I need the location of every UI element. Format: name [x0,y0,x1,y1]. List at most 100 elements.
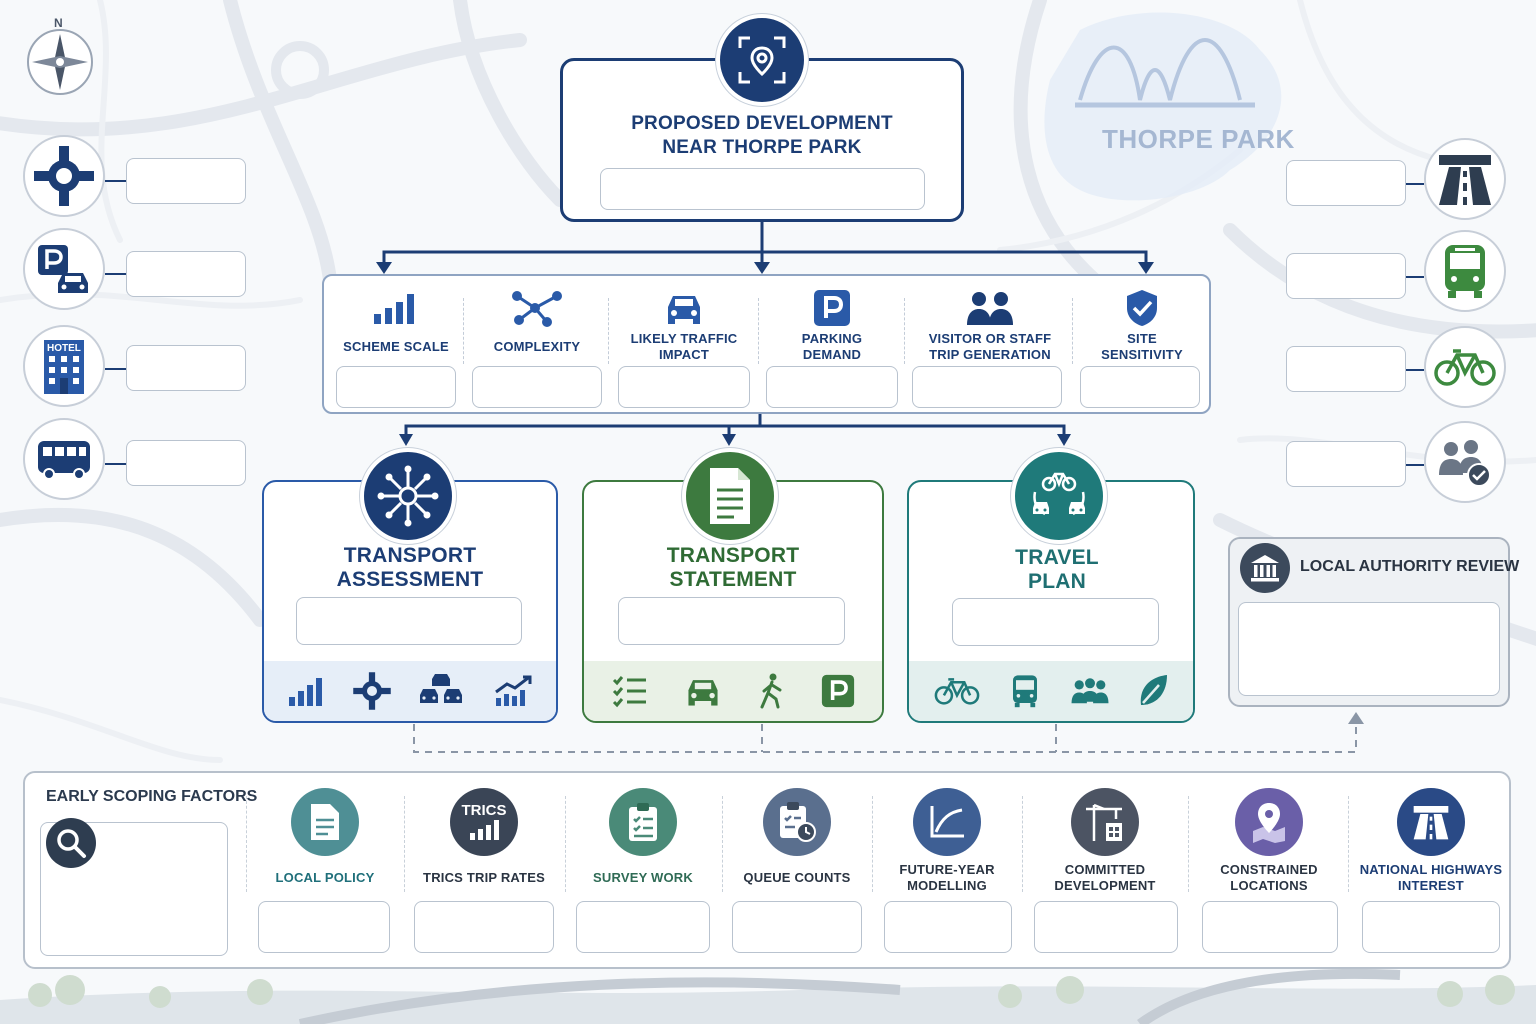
card-input-transport-statement[interactable] [618,597,845,645]
shield-check-icon [1127,290,1157,326]
map-pin-icon [1253,803,1285,843]
curve-chart-icon [930,806,964,838]
bicycle-icon [1434,349,1496,386]
scoping-title: EARLY SCOPING FACTORS [46,788,258,805]
leaf-icon [1140,675,1168,705]
right-input-cycle[interactable] [1286,346,1406,392]
right-item-bus [1424,230,1506,312]
factor-label: LIKELY TRAFFIC [630,331,738,346]
parking-car-icon [38,245,88,293]
card-title-line2: PLAN [1028,570,1086,593]
scoping-label-line2: DEVELOPMENT [1054,878,1156,893]
factor-label-line2: TRIP GENERATION [929,347,1051,362]
document-icon [710,468,750,524]
factor-label: COMPLEXITY [493,339,581,354]
scoping-label-line2: LOCATIONS [1230,878,1308,893]
scoping-label: NATIONAL HIGHWAYS [1359,862,1503,877]
scoping-label: CONSTRAINED [1220,862,1318,877]
card-icon-transport-assessment [360,448,456,544]
scoping-label: LOCAL POLICY [275,870,375,885]
scoping-input-survey-work[interactable] [576,901,710,953]
card-title-line1: TRANSPORT [666,544,800,567]
card-title-transport-assessment: TRANSPORT ASSESSMENT [262,544,558,592]
car-icon [668,296,700,324]
scoping-label: TRICS TRIP RATES [423,870,545,885]
card-title-line2: STATEMENT [669,568,797,591]
motorway-icon [1413,806,1449,840]
clipboard-icon [629,803,657,841]
roundabout-icon [353,672,391,710]
factor-label: VISITOR OR STAFF [928,331,1052,346]
right-input-motorway[interactable] [1286,160,1406,206]
factor-input-scheme-scale[interactable] [336,366,456,408]
traffic-queue-icon [419,674,462,703]
scoping-label: QUEUE COUNTS [743,870,851,885]
left-input-coach[interactable] [126,440,246,486]
factor-input-complexity[interactable] [472,366,602,408]
document-icon [311,804,339,840]
left-input-roundabout[interactable] [126,158,246,204]
left-item-coach [23,418,105,500]
car-icon [687,680,718,706]
scoping-item-queue-counts: QUEUE COUNTS [727,780,867,960]
factor-complexity: COMPLEXITY [470,276,604,416]
factor-input-trip-generation[interactable] [912,366,1062,408]
search-icon [46,818,96,868]
local-authority-input[interactable] [1238,602,1500,696]
people-icon [1071,678,1109,704]
right-item-motorway [1424,138,1506,220]
scoping-label-line2: INTEREST [1398,878,1464,893]
card-icon-strip [264,661,556,721]
card-icon-transport-statement [682,448,778,544]
right-input-community[interactable] [1286,441,1406,487]
scoping-input-national-highways[interactable] [1362,901,1500,953]
scoping-input-queue-counts[interactable] [732,901,862,953]
bus-icon [1445,245,1485,298]
scoping-input-local-policy[interactable] [258,901,390,953]
bus-icon [1013,675,1038,708]
right-input-bus[interactable] [1286,253,1406,299]
scoping-input-constrained[interactable] [1202,901,1338,953]
left-input-hotel[interactable] [126,345,246,391]
card-input-transport-assessment[interactable] [296,597,522,645]
hotel-label: HOTEL [47,343,81,354]
trics-badge: TRICS [461,802,507,819]
card-title-line2: ASSESSMENT [336,568,484,591]
bar-chart-icon [288,678,322,706]
factor-label-line2: IMPACT [658,347,710,362]
card-input-travel-plan[interactable] [952,598,1159,646]
compass-north-label: N [54,16,63,30]
factor-divider [904,298,905,364]
factor-label: PARKING [801,331,863,346]
card-icon-strip [584,661,882,721]
factor-divider [758,298,759,364]
factor-divider [608,298,609,364]
left-input-parking[interactable] [126,251,246,297]
scoping-input-future-year[interactable] [884,901,1012,953]
card-title-travel-plan: TRAVEL PLAN [907,546,1207,594]
factor-input-site-sensitivity[interactable] [1080,366,1200,408]
local-authority-title: LOCAL AUTHORITY REVIEW [1300,558,1520,575]
junction-network-icon [377,465,439,527]
coach-icon [38,441,90,480]
factor-input-traffic-impact[interactable] [618,366,750,408]
development-title-line2: NEAR THORPE PARK [662,137,862,158]
card-title-transport-statement: TRANSPORT STATEMENT [582,544,884,592]
scoping-item-local-policy: LOCAL POLICY [252,780,398,960]
development-title: PROPOSED DEVELOPMENT NEAR THORPE PARK [560,112,964,160]
scoping-input-committed[interactable] [1034,901,1178,953]
scoping-input-trics[interactable] [414,901,554,953]
scoping-label: COMMITTED [1064,862,1146,877]
development-input[interactable] [600,168,925,210]
scoping-notes-input[interactable] [40,822,228,956]
parking-icon [814,290,850,326]
pedestrian-icon [760,673,781,709]
factor-input-parking-demand[interactable] [766,366,898,408]
factor-label: SCHEME SCALE [343,339,449,354]
